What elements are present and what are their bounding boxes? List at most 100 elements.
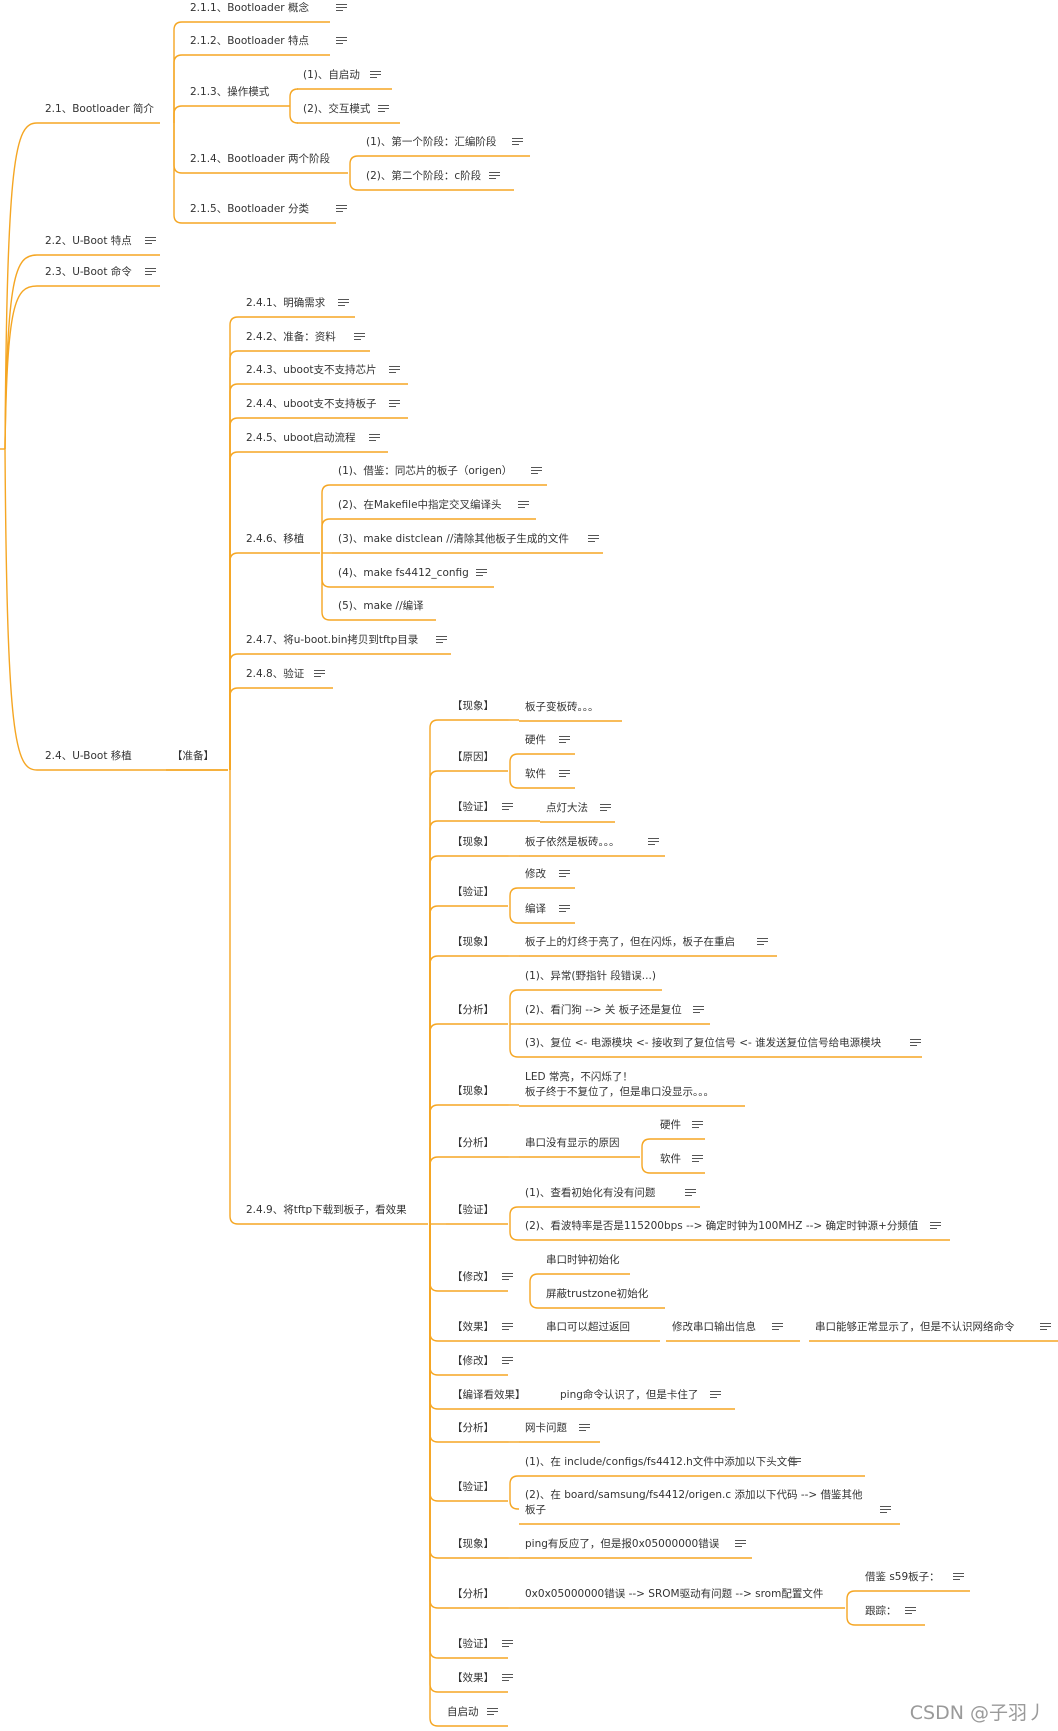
note-icon[interactable] (757, 938, 768, 947)
note-icon[interactable] (502, 1273, 513, 1282)
note-icon[interactable] (502, 803, 513, 812)
note-icon[interactable] (953, 1573, 964, 1582)
node-n4-5[interactable]: 2.4.5、uboot启动流程 (246, 432, 356, 444)
note-icon[interactable] (905, 1607, 916, 1616)
node-n1-3a[interactable]: (1)、自启动 (303, 69, 360, 81)
node-s12[interactable]: 【效果】 (452, 1321, 494, 1333)
node-s5a[interactable]: 修改 (525, 868, 546, 880)
note-icon[interactable] (389, 400, 400, 409)
node-s5b[interactable]: 编译 (525, 903, 546, 915)
note-icon[interactable] (772, 1323, 783, 1332)
node-s3[interactable]: 【验证】 (452, 801, 494, 813)
note-icon[interactable] (1040, 1323, 1051, 1332)
note-icon[interactable] (487, 1708, 498, 1717)
note-icon[interactable] (579, 1424, 590, 1433)
node-s8a1[interactable]: LED 常亮，不闪烁了！ (525, 1071, 633, 1083)
note-icon[interactable] (389, 366, 400, 375)
note-icon[interactable] (692, 1155, 703, 1164)
node-s3a[interactable]: 点灯大法 (546, 802, 588, 814)
note-icon[interactable] (600, 804, 611, 813)
node-s4a[interactable]: 板子依然是板砖。。。 (525, 836, 620, 848)
node-s1a[interactable]: 板子变板砖。。。 (525, 701, 599, 713)
node-s1[interactable]: 【现象】 (452, 700, 494, 712)
note-icon[interactable] (354, 333, 365, 342)
node-s18a[interactable]: 0x0x05000000错误 --> SROM驱动有问题 --> srom配置文… (525, 1588, 824, 1600)
node-n4-4[interactable]: 2.4.4、uboot支不支持板子 (246, 398, 377, 410)
note-icon[interactable] (502, 1323, 513, 1332)
note-icon[interactable] (336, 4, 347, 13)
note-icon[interactable] (370, 71, 381, 80)
node-s18[interactable]: 【分析】 (452, 1588, 494, 1600)
note-icon[interactable] (502, 1640, 513, 1649)
note-icon[interactable] (502, 1674, 513, 1683)
note-icon[interactable] (588, 535, 599, 544)
node-s20[interactable]: 【效果】 (452, 1672, 494, 1684)
node-s7[interactable]: 【分析】 (452, 1004, 494, 1016)
note-icon[interactable] (338, 299, 349, 308)
node-n1-1[interactable]: 2.1.1、Bootloader 概念 (190, 2, 309, 14)
node-s5[interactable]: 【验证】 (452, 886, 494, 898)
node-n4-9[interactable]: 2.4.9、将tftp下载到板子，看效果 (246, 1204, 407, 1216)
node-s9[interactable]: 【分析】 (452, 1137, 494, 1149)
node-s4[interactable]: 【现象】 (452, 836, 494, 848)
node-s9a[interactable]: 串口没有显示的原因 (525, 1137, 620, 1149)
node-n3[interactable]: 2.3、U-Boot 命令 (45, 266, 132, 278)
node-s10[interactable]: 【验证】 (452, 1204, 494, 1216)
node-n4-6e[interactable]: (5)、make //编译 (338, 600, 424, 612)
node-s9b[interactable]: 硬件 (660, 1119, 681, 1131)
note-icon[interactable] (518, 501, 529, 510)
node-n1-4[interactable]: 2.1.4、Bootloader 两个阶段 (190, 153, 330, 165)
node-s16b2[interactable]: 板子 (525, 1504, 546, 1516)
note-icon[interactable] (502, 1357, 513, 1366)
note-icon[interactable] (531, 467, 542, 476)
node-s14[interactable]: 【编译看效果】 (452, 1389, 526, 1401)
node-n4[interactable]: 2.4、U-Boot 移植 (45, 750, 132, 762)
note-icon[interactable] (710, 1391, 721, 1400)
note-icon[interactable] (910, 1039, 921, 1048)
node-s16[interactable]: 【验证】 (452, 1481, 494, 1493)
node-s16a[interactable]: (1)、在 include/configs/fs4412.h文件中添加以下头文件 (525, 1456, 798, 1468)
node-s6a[interactable]: 板子上的灯终于亮了，但在闪烁，板子在重启 (525, 936, 735, 948)
node-s13[interactable]: 【修改】 (452, 1355, 494, 1367)
note-icon[interactable] (790, 1458, 801, 1467)
node-n4-6[interactable]: 2.4.6、移植 (246, 533, 305, 545)
node-s18c[interactable]: 跟踪： (865, 1605, 897, 1617)
node-n4-1[interactable]: 2.4.1、明确需求 (246, 297, 326, 309)
node-n1-5[interactable]: 2.1.5、Bootloader 分类 (190, 203, 309, 215)
node-n1[interactable]: 2.1、Bootloader 简介 (45, 103, 154, 115)
node-s2a[interactable]: 硬件 (525, 734, 546, 746)
node-s15a[interactable]: 网卡问题 (525, 1422, 567, 1434)
note-icon[interactable] (145, 237, 156, 246)
node-s9c[interactable]: 软件 (660, 1153, 681, 1165)
note-icon[interactable] (336, 205, 347, 214)
node-n2[interactable]: 2.2、U-Boot 特点 (45, 235, 132, 247)
node-n1-4b[interactable]: (2)、第二个阶段：c阶段 (366, 170, 482, 182)
node-s12a[interactable]: 串口可以超过返回 (546, 1321, 630, 1333)
node-s12c[interactable]: 串口能够正常显示了，但是不认识网络命令 (815, 1321, 1015, 1333)
node-s8[interactable]: 【现象】 (452, 1085, 494, 1097)
note-icon[interactable] (692, 1121, 703, 1130)
node-s10a[interactable]: (1)、查看初始化有没有问题 (525, 1187, 656, 1199)
node-s15[interactable]: 【分析】 (452, 1422, 494, 1434)
note-icon[interactable] (693, 1006, 704, 1015)
node-s6[interactable]: 【现象】 (452, 936, 494, 948)
node-s14a[interactable]: ping命令认识了，但是卡住了 (560, 1389, 699, 1401)
node-n4-6a[interactable]: (1)、借鉴：同芯片的板子（origen） (338, 465, 513, 477)
node-s10b[interactable]: (2)、看波特率是否是115200bps --> 确定时钟为100MHZ -->… (525, 1220, 919, 1232)
note-icon[interactable] (336, 37, 347, 46)
note-icon[interactable] (685, 1189, 696, 1198)
note-icon[interactable] (145, 268, 156, 277)
node-s12b[interactable]: 修改串口输出信息 (672, 1321, 756, 1333)
note-icon[interactable] (880, 1506, 891, 1515)
note-icon[interactable] (735, 1540, 746, 1549)
node-s17[interactable]: 【现象】 (452, 1538, 494, 1550)
note-icon[interactable] (648, 838, 659, 847)
note-icon[interactable] (476, 569, 487, 578)
note-icon[interactable] (314, 670, 325, 679)
note-icon[interactable] (436, 636, 447, 645)
node-n4-6d[interactable]: (4)、make fs4412_config (338, 567, 469, 579)
node-n4x[interactable]: 【准备】 (172, 750, 214, 762)
node-n4-6b[interactable]: (2)、在Makefile中指定交叉编译头 (338, 499, 502, 511)
node-n1-3b[interactable]: (2)、交互模式 (303, 103, 371, 115)
node-s2[interactable]: 【原因】 (452, 751, 494, 763)
